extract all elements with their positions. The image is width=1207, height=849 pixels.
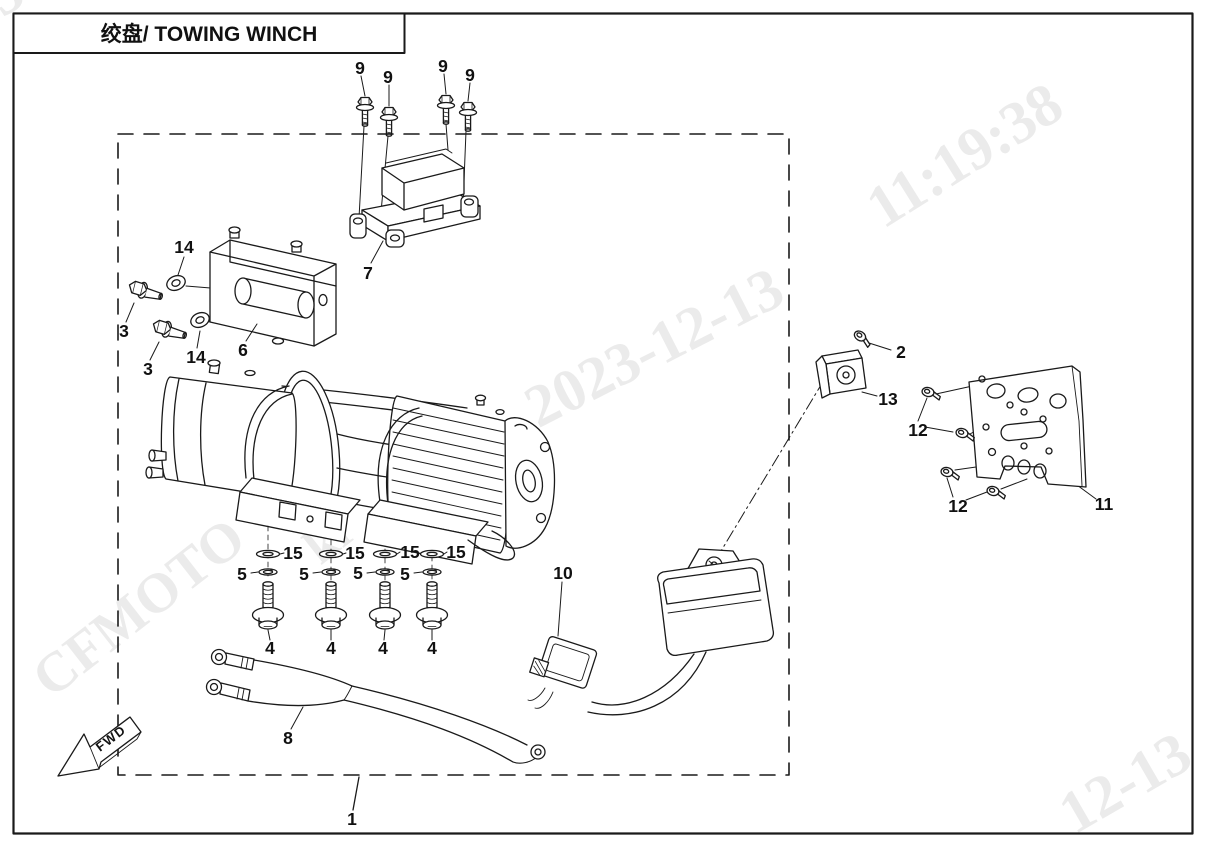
part-callout-12: 12 (908, 420, 928, 440)
contactor-7 (349, 148, 481, 264)
hardware-stacks (250, 525, 449, 641)
watermark-text: 11:19:38 (855, 70, 1074, 241)
part-callout-5: 5 (353, 563, 363, 583)
part-callout-4: 4 (265, 638, 275, 658)
watermark-text: 12-13 (1048, 719, 1202, 846)
page-border (12, 12, 1194, 835)
mounting-plate-11 (917, 365, 1097, 501)
parts-boundary-box (117, 133, 790, 776)
part-callout-13: 13 (878, 389, 898, 409)
part-callout-4: 4 (378, 638, 388, 658)
mount-bracket-6 (209, 226, 337, 347)
part-callout-7: 7 (363, 263, 373, 283)
part-callout-4: 4 (427, 638, 437, 658)
part-callout-9: 9 (465, 65, 475, 85)
part-callout-3: 3 (143, 359, 153, 379)
part-callout-4: 4 (326, 638, 336, 658)
watermark-text: 2023-12-13 (514, 254, 793, 440)
part-callout-14: 14 (174, 237, 194, 257)
part-callout-15: 15 (345, 543, 365, 563)
winch-switch-10 (527, 379, 825, 716)
watermark-text: CFMOTO (21, 506, 257, 709)
screw-2-bracket-13 (815, 328, 892, 399)
part-callout-12: 12 (948, 496, 968, 516)
part-callout-1: 1 (347, 809, 357, 829)
part-callout-5: 5 (237, 564, 247, 584)
fwd-arrow (57, 716, 142, 777)
part-callout-3: 3 (119, 321, 129, 341)
battery-cable-8 (205, 648, 546, 764)
title-box (12, 12, 406, 54)
part-callout-2: 2 (896, 342, 906, 362)
leader-1 (352, 776, 360, 811)
page-title: 绞盘/ TOWING WINCH (101, 22, 318, 46)
part-callout-9: 9 (355, 58, 365, 78)
part-callout-5: 5 (400, 564, 410, 584)
winch-assembly (145, 359, 556, 565)
part-callout-10: 10 (553, 563, 573, 583)
part-callout-15: 15 (400, 542, 420, 562)
part-callout-15: 15 (446, 542, 466, 562)
part-callout-9: 9 (383, 67, 393, 87)
part-callout-5: 5 (299, 564, 309, 584)
part-callout-6: 6 (238, 340, 248, 360)
part-callout-14: 14 (186, 347, 206, 367)
part-callout-8: 8 (283, 728, 293, 748)
part-callout-9: 9 (438, 56, 448, 76)
part-callout-11: 11 (1095, 494, 1114, 514)
part-callout-15: 15 (283, 543, 303, 563)
